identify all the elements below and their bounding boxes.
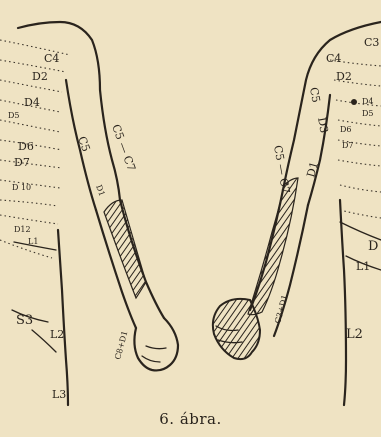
label-l1: L1 (28, 237, 38, 246)
right-upper-arm-inner (308, 95, 330, 205)
label-d2-r: D2 (336, 70, 352, 83)
right-labels: C3 C4 C5 D2 D3 D4 D5 D6 D7 D1 C5 — C7 C3… (271, 36, 379, 342)
label-c5-c7-r: C5 — C7 (271, 144, 292, 194)
label-d7-r: D7 (342, 141, 354, 150)
right-torso-side (340, 200, 346, 405)
label-d4-r: D4 (362, 97, 374, 106)
left-hand (134, 318, 178, 370)
label-d10: D 10 (12, 183, 31, 192)
label-d6: D6 (18, 140, 34, 153)
label-l1-r: L1 (356, 260, 370, 273)
label-c4-r: C4 (326, 52, 341, 65)
left-forearm-hatched-area (104, 200, 146, 298)
label-d2: D2 (32, 70, 48, 83)
right-figure (213, 22, 381, 405)
left-shoulder-outline (18, 22, 120, 200)
label-l2: L2 (50, 328, 64, 341)
label-d-r: D (368, 239, 378, 254)
right-hand (213, 299, 260, 359)
label-c8-d1: C8+D1 (113, 330, 129, 361)
right-dermatome-bands (330, 60, 381, 218)
label-c5: C5 (75, 135, 92, 154)
label-d7: D7 (14, 156, 30, 169)
right-nipple-dot (351, 99, 357, 105)
right-forearm-hatched-area (248, 178, 298, 315)
label-c4: C4 (44, 52, 59, 65)
label-d6-r: D6 (340, 125, 352, 134)
left-torso-side (58, 230, 68, 405)
label-d4: D4 (24, 96, 40, 109)
label-d1: D1 (94, 184, 106, 198)
label-d3-r: D3 (315, 116, 331, 134)
label-l3: L3 (52, 388, 66, 401)
label-d1-r: D1 (304, 160, 321, 179)
label-c3: C3 (364, 36, 379, 49)
label-c5-r: C5 (307, 86, 322, 103)
figure-caption: 6. ábra. (0, 410, 381, 428)
label-d12: D12 (14, 225, 31, 234)
label-d5: D5 (8, 111, 20, 120)
label-c3-d1-r: C3+D1 (273, 294, 289, 325)
left-figure (0, 22, 178, 405)
label-l2-r: L2 (346, 327, 363, 342)
label-s3: S3 (16, 313, 33, 328)
label-d5-r: D5 (362, 109, 374, 118)
